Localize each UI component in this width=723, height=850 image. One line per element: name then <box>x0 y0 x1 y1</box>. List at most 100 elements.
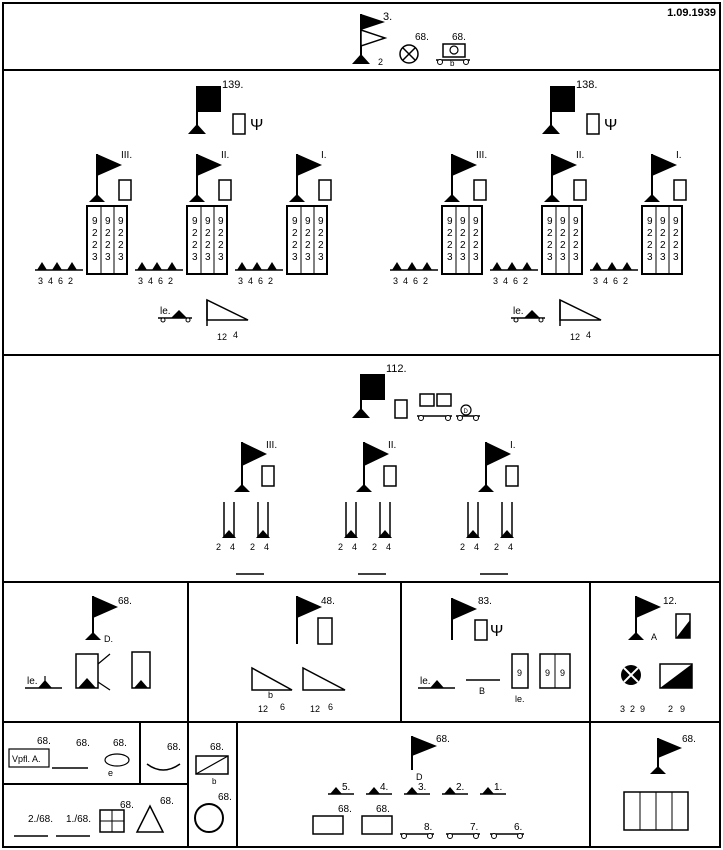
company-cell: 3 <box>547 252 553 263</box>
company-cell: 2 <box>647 228 653 239</box>
box3-cell: 9 <box>517 668 522 678</box>
psi-icon: Ψ <box>250 117 263 134</box>
box10: 68. <box>623 734 696 831</box>
company-cell: 3 <box>192 252 198 263</box>
box3-number: 83. <box>478 596 492 607</box>
company-cell: 3 <box>673 252 679 263</box>
support-label: 3 <box>393 276 398 286</box>
box9-number-2: 68. <box>338 804 352 815</box>
company-block <box>541 205 583 275</box>
company-cell: 3 <box>205 252 211 263</box>
company-cell: 3 <box>647 252 653 263</box>
box3-cell-3: 9 <box>560 668 565 678</box>
battalion-label: I. <box>676 150 682 161</box>
e-label: e <box>108 768 113 778</box>
company-cell: 3 <box>118 252 124 263</box>
art-label: 4 <box>586 330 591 340</box>
box2-label-2: 12 <box>310 704 320 714</box>
support-label: 3 <box>493 276 498 286</box>
vpfl-number: 68. <box>37 736 51 747</box>
company-cell: 2 <box>105 240 111 251</box>
box7-number-2: 68. <box>218 792 232 803</box>
company-cell: 2 <box>673 240 679 251</box>
battery-label: 4 <box>230 542 235 552</box>
company-cell: 2 <box>192 240 198 251</box>
support-label: 6 <box>513 276 518 286</box>
support-label: 2 <box>68 276 73 286</box>
company-cell: 2 <box>660 240 666 251</box>
support-label: 4 <box>503 276 508 286</box>
box9-columns: 68. D 5.4.3.2.1. 68. 68. 8.7.6. <box>312 734 524 839</box>
le-label: le. <box>513 306 524 317</box>
battery-label: 4 <box>264 542 269 552</box>
battery-label: 4 <box>352 542 357 552</box>
support-label: 6 <box>413 276 418 286</box>
company-cell: 2 <box>673 228 679 239</box>
columns-top-group: 5.4.3.2.1. <box>328 782 506 795</box>
company-cell: 9 <box>92 216 98 227</box>
support-label: 4 <box>248 276 253 286</box>
company-cell: 2 <box>292 228 298 239</box>
box9-number-3: 68. <box>376 804 390 815</box>
regiment-139-support: le. 12 4 <box>158 298 249 342</box>
company-cell: 2 <box>292 240 298 251</box>
date-label: 1.09.1939 <box>667 7 716 19</box>
box10-number: 68. <box>682 734 696 745</box>
company-cell: 2 <box>218 240 224 251</box>
art-label: 12 <box>217 332 227 342</box>
support-label: 4 <box>148 276 153 286</box>
company-cell: 2 <box>205 228 211 239</box>
company-cell: 2 <box>560 228 566 239</box>
battery-label: 2 <box>460 542 465 552</box>
box4-label: 9 <box>640 704 645 714</box>
box2-label: 12 <box>258 704 268 714</box>
support-label: 6 <box>158 276 163 286</box>
support-label: 3 <box>38 276 43 286</box>
support-label: 6 <box>613 276 618 286</box>
company-cell: 9 <box>547 216 553 227</box>
support-label: 2 <box>168 276 173 286</box>
company-cell: 3 <box>318 252 324 263</box>
psi-icon: Ψ <box>490 623 503 640</box>
company-cell: 2 <box>92 240 98 251</box>
company-cell: 2 <box>447 228 453 239</box>
n68-a: 68. <box>76 738 90 749</box>
battery-label: 4 <box>474 542 479 552</box>
company-cell: 9 <box>560 216 566 227</box>
frame-box-8 <box>2 783 189 848</box>
battery-label: 2 <box>338 542 343 552</box>
company-cell: 2 <box>473 240 479 251</box>
artillery-battalion-label: III. <box>266 440 277 451</box>
company-cell: 9 <box>647 216 653 227</box>
regiment-number: 138. <box>576 79 597 91</box>
battalion-label: II. <box>221 150 229 161</box>
company-cell: 2 <box>647 240 653 251</box>
company-cell: 9 <box>660 216 666 227</box>
company-cell: 9 <box>305 216 311 227</box>
box3-le: le. <box>420 676 431 687</box>
company-cell: 3 <box>305 252 311 263</box>
signal-number: 68. <box>415 32 429 43</box>
company-block <box>641 205 683 275</box>
regiment-139: 139. Ψ <box>188 79 263 135</box>
box1-unit-68: 68. D. le. <box>25 596 151 691</box>
support-label: 3 <box>593 276 598 286</box>
regiment-number: 139. <box>222 79 243 91</box>
company-cell: 2 <box>473 228 479 239</box>
company-cell: 3 <box>460 252 466 263</box>
company-block <box>441 205 483 275</box>
rear-label-2: 1./68. <box>66 814 91 825</box>
rear-number-3: 68. <box>120 800 134 811</box>
box4-sub: A <box>651 632 657 642</box>
box2-label: 6 <box>280 702 285 712</box>
company-cell: 2 <box>560 240 566 251</box>
signal-symbol: 68. <box>399 32 429 64</box>
box3-sub: B <box>479 686 485 696</box>
transport-symbol: 68. b <box>436 32 470 68</box>
le-label: le. <box>160 306 171 317</box>
frame-box-6 <box>139 721 189 785</box>
